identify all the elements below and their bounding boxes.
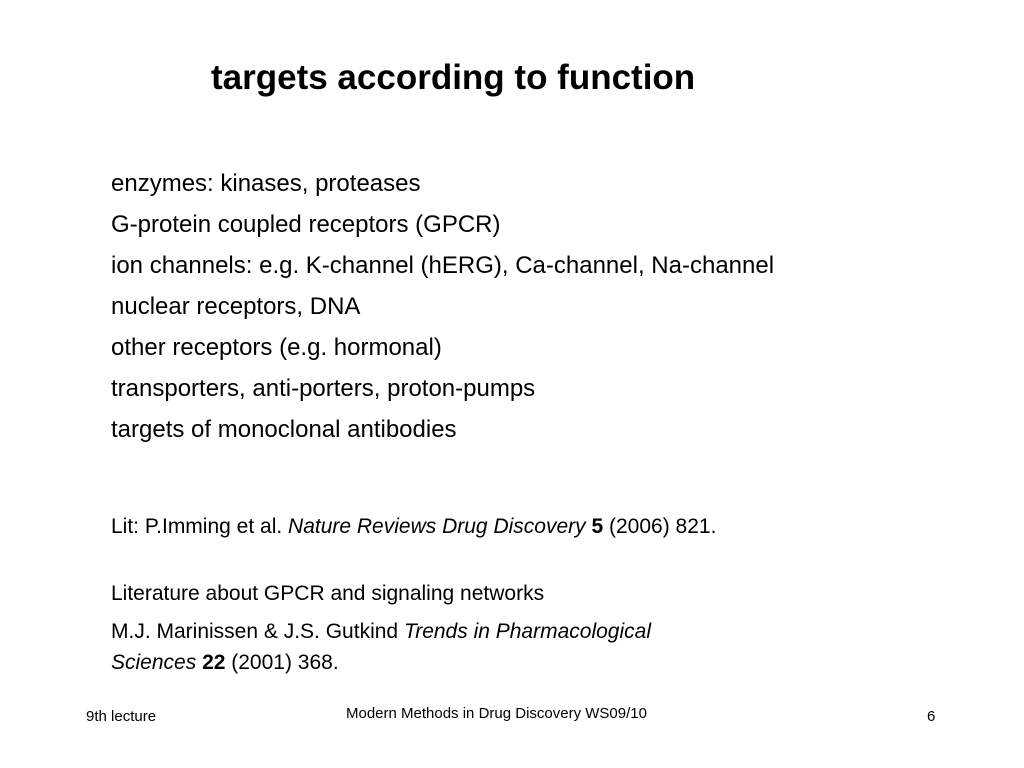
- list-item: nuclear receptors, DNA: [111, 293, 361, 320]
- footer-lecture: 9th lecture: [86, 708, 157, 725]
- list-item: ion channels: e.g. K-channel (hERG), Ca-…: [111, 252, 775, 279]
- gpcr-journal-line2: Sciences: [111, 651, 197, 674]
- footer-course-title: Modern Methods in Drug Discovery WS09/10: [346, 705, 647, 722]
- slide-title: targets according to function: [211, 58, 696, 97]
- gpcr-volume: 22: [202, 651, 226, 674]
- gpcr-reference-line2: Sciences 22 (2001) 368.: [111, 647, 339, 679]
- literature-reference-imming: Lit: P.Imming et al. Nature Reviews Drug…: [111, 511, 716, 543]
- lit-volume: 5: [591, 515, 604, 538]
- list-item: transporters, anti-porters, proton-pumps: [111, 375, 536, 402]
- list-item: enzymes: kinases, proteases: [111, 170, 421, 197]
- list-item: targets of monoclonal antibodies: [111, 416, 457, 443]
- gpcr-journal-line1: Trends in Pharmacological: [403, 620, 651, 643]
- gpcr-literature-heading: Literature about GPCR and signaling netw…: [111, 582, 545, 605]
- gpcr-reference-line1: M.J. Marinissen & J.S. Gutkind Trends in…: [111, 616, 651, 648]
- list-item: other receptors (e.g. hormonal): [111, 334, 442, 361]
- target-list: enzymes: kinases, proteases G-protein co…: [111, 163, 774, 450]
- lit-suffix: (2006) 821.: [603, 515, 717, 538]
- lit-prefix: Lit: P.Imming et al.: [111, 515, 289, 538]
- gpcr-authors: M.J. Marinissen & J.S. Gutkind: [111, 620, 404, 643]
- gpcr-suffix: (2001) 368.: [225, 651, 339, 674]
- list-item: G-protein coupled receptors (GPCR): [111, 211, 501, 238]
- page-number: 6: [927, 708, 936, 725]
- lit-journal: Nature Reviews Drug Discovery: [288, 515, 586, 538]
